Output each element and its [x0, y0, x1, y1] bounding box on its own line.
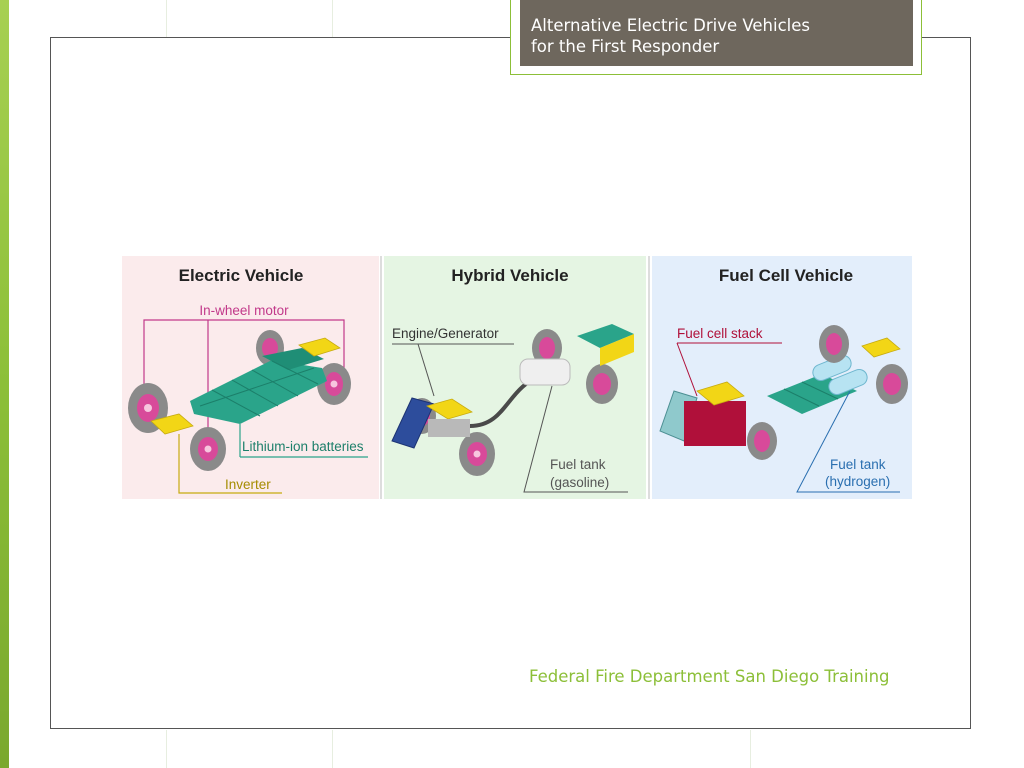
background-line [166, 730, 167, 768]
inverter-label: Inverter [225, 477, 271, 492]
hydrogen-label: (hydrogen) [825, 474, 890, 489]
motor-leader-line [143, 319, 345, 389]
lithium-ion-batteries-label: Lithium-ion batteries [242, 439, 364, 454]
title-box: Alternative Electric Drive Vehicles for … [510, 0, 922, 75]
footer-text: Federal Fire Department San Diego Traini… [529, 667, 890, 686]
title-panel: Alternative Electric Drive Vehicles for … [520, 0, 913, 66]
hybrid-wheel-front-right [586, 364, 618, 404]
ev-yellow-component [298, 337, 341, 357]
hybrid-yellow-component [600, 334, 634, 366]
fuel-cell-stack-label: Fuel cell stack [677, 326, 763, 341]
fcv-wheel-rear-right [819, 325, 849, 363]
engine-block [428, 419, 470, 437]
battery-cell-lines [199, 360, 319, 417]
hybrid-battery-block [577, 324, 634, 348]
electric-vehicle-title: Electric Vehicle [179, 266, 304, 285]
gasoline-label: (gasoline) [550, 475, 609, 490]
engine-leader-line [417, 343, 435, 397]
background-line [332, 730, 333, 768]
engine-generator-unit [426, 398, 473, 420]
ev-wheel-front-left [190, 427, 226, 471]
background-line [332, 0, 333, 37]
fuel-cell-vehicle-title: Fuel Cell Vehicle [719, 266, 853, 285]
background-line [750, 730, 751, 768]
fuel-tank-leader-line [523, 385, 628, 493]
fcv-wheel-front-left [747, 422, 777, 460]
left-accent-strip [0, 0, 9, 768]
fcv-battery-cell-lines [783, 381, 839, 407]
fuel-cell-yellow-component [696, 381, 745, 406]
hybrid-wheel-front-left [459, 432, 495, 476]
in-wheel-motor-label: In-wheel motor [199, 303, 289, 318]
battery-raised-block [262, 348, 324, 370]
hybrid-vehicle-title: Hybrid Vehicle [451, 266, 568, 285]
engine-generator-label: Engine/Generator [392, 326, 499, 341]
lithium-ion-battery-pack [190, 360, 327, 424]
fuel-tank-label-fcv: Fuel tank [830, 457, 886, 472]
fuel-tank-label-hybrid: Fuel tank [550, 457, 606, 472]
vehicle-comparison-diagram: Electric Vehicle In-wheel motor Lithium-… [122, 256, 912, 499]
slide-title-line-2: for the First Responder [531, 37, 720, 56]
stack-leader-line [676, 342, 698, 397]
hydrogen-tank [828, 369, 868, 395]
fcv-wheel-front-right [876, 364, 908, 404]
fuel-cell-stack-unit [684, 401, 746, 446]
slide-title-line-1: Alternative Electric Drive Vehicles [531, 16, 810, 35]
inverter-leader-line [178, 434, 282, 494]
hybrid-wheel-rear-right [532, 329, 562, 367]
background-line [166, 0, 167, 37]
inverter-unit [150, 413, 194, 435]
ev-wheel-front-right [317, 363, 351, 405]
gasoline-fuel-tank [519, 358, 571, 386]
hydrogen-tank-leader-line [796, 390, 900, 493]
fcv-yellow-component [861, 337, 901, 358]
panel-fuelcell-bg [652, 256, 912, 499]
